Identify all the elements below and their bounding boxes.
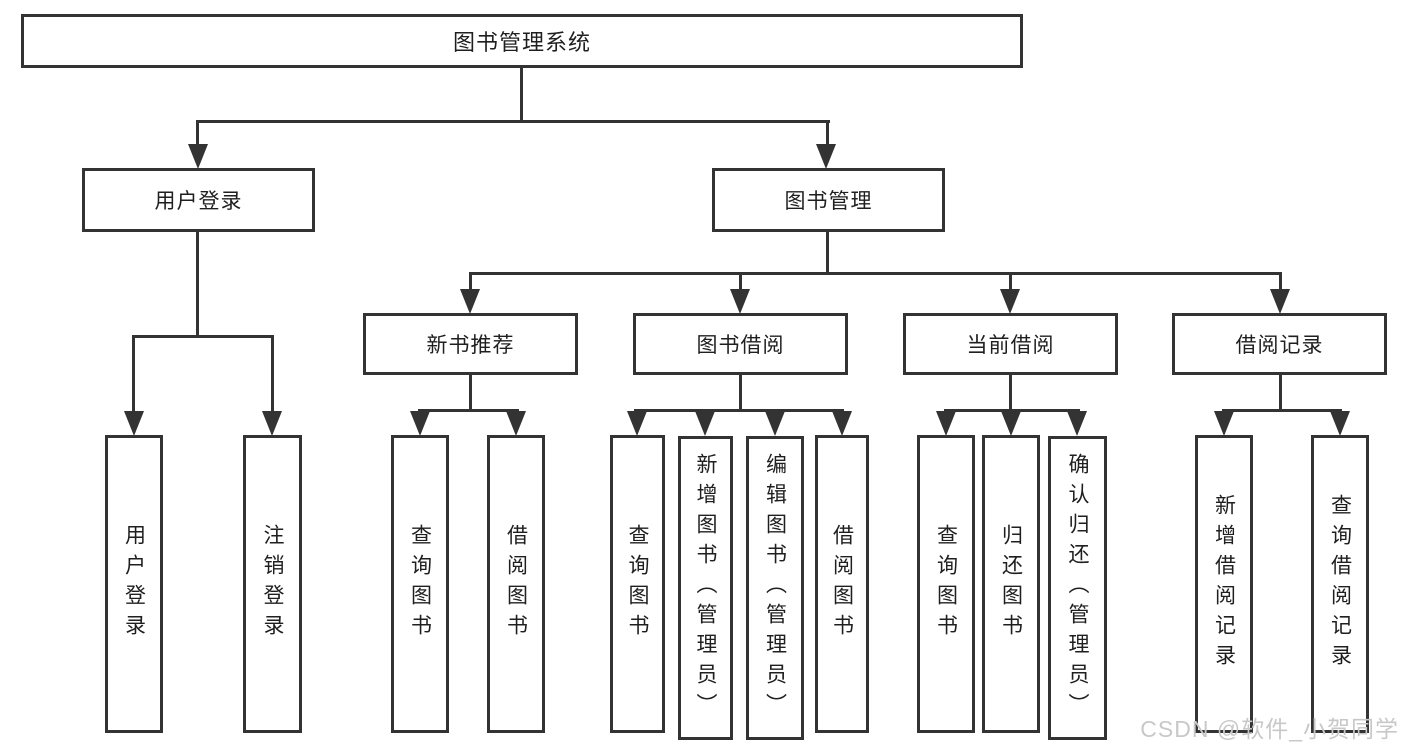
leaf-query-borrow-record: 查询借阅记录 — [1311, 435, 1369, 733]
connector-line — [196, 232, 199, 338]
node-label: 新书推荐 — [426, 334, 515, 357]
leaf-query-books-borrowing: 查询图书 — [610, 435, 665, 733]
connector-line — [1222, 409, 1342, 412]
leaf-add-borrow-record: 新增借阅记录 — [1195, 435, 1253, 733]
arrowhead-icon — [1330, 411, 1350, 436]
leaf-add-books-admin: 新增图书（管理员） — [678, 436, 733, 740]
arrowhead-icon — [506, 411, 526, 436]
arrowhead-icon — [124, 411, 144, 436]
connector-line — [132, 335, 135, 415]
leaf-edit-books-admin: 编辑图书（管理员） — [746, 436, 804, 740]
connector-line — [634, 409, 844, 412]
leaf-query-books-recommend: 查询图书 — [391, 435, 449, 733]
leaf-label: 查询图书 — [934, 524, 958, 644]
leaf-label: 新增借阅记录 — [1212, 494, 1236, 674]
arrowhead-icon — [816, 144, 836, 169]
node-book-management: 图书管理 — [712, 168, 945, 232]
arrowhead-icon — [730, 289, 750, 314]
connector-line — [1009, 375, 1012, 412]
leaf-label: 查询图书 — [408, 524, 432, 644]
leaf-borrow-books-recommend: 借阅图书 — [487, 435, 545, 733]
arrowhead-icon — [1067, 411, 1087, 436]
leaf-label: 确认归还（管理员） — [1066, 453, 1089, 723]
leaf-label: 查询借阅记录 — [1328, 494, 1352, 674]
arrowhead-icon — [188, 144, 208, 169]
arrowhead-icon — [765, 411, 785, 436]
node-label: 图书管理 — [784, 190, 873, 213]
leaf-user-login: 用户登录 — [105, 435, 163, 733]
arrowhead-icon — [695, 411, 715, 436]
leaf-query-books-current: 查询图书 — [917, 435, 975, 733]
leaf-label: 注销登录 — [261, 524, 284, 644]
connector-line — [418, 409, 519, 412]
csdn-watermark: CSDN @软件_小贺同学 — [1140, 716, 1399, 742]
node-library-management-system: 图书管理系统 — [21, 14, 1023, 68]
connector-line — [944, 409, 1080, 412]
node-user-login: 用户登录 — [82, 168, 315, 232]
node-new-book-recommend: 新书推荐 — [363, 313, 578, 375]
arrowhead-icon — [262, 411, 282, 436]
arrowhead-icon — [936, 411, 956, 436]
arrowhead-icon — [410, 411, 430, 436]
connector-line — [196, 120, 830, 123]
leaf-confirm-return-admin: 确认归还（管理员） — [1048, 436, 1107, 740]
leaf-logout: 注销登录 — [243, 435, 302, 733]
arrowhead-icon — [1270, 289, 1290, 314]
node-label: 借阅记录 — [1235, 334, 1324, 357]
leaf-label: 编辑图书（管理员） — [763, 453, 787, 723]
connector-line — [196, 120, 199, 150]
connector-line — [520, 68, 523, 123]
node-label: 当前借阅 — [966, 334, 1055, 357]
arrowhead-icon — [627, 411, 647, 436]
node-borrowing-records: 借阅记录 — [1172, 313, 1387, 375]
connector-line — [271, 335, 274, 415]
connector-line — [469, 272, 472, 292]
connector-line — [826, 232, 829, 275]
leaf-label: 借阅图书 — [830, 524, 854, 644]
connector-line — [739, 272, 742, 292]
leaf-label: 归还图书 — [999, 524, 1023, 644]
node-current-borrowing: 当前借阅 — [903, 313, 1118, 375]
arrowhead-icon — [832, 411, 852, 436]
connector-line — [739, 375, 742, 412]
node-label: 图书借阅 — [696, 334, 785, 357]
connector-line — [1279, 375, 1282, 412]
connector-line — [469, 272, 1282, 275]
leaf-label: 用户登录 — [122, 524, 146, 644]
node-label: 用户登录 — [154, 190, 243, 213]
leaf-label: 查询图书 — [626, 524, 649, 644]
leaf-label: 新增图书（管理员） — [694, 453, 717, 723]
connector-line — [826, 120, 829, 150]
arrowhead-icon — [1214, 411, 1234, 436]
leaf-borrow-books: 借阅图书 — [815, 435, 869, 733]
node-label: 图书管理系统 — [452, 30, 591, 55]
connector-line — [1279, 272, 1282, 292]
leaf-label: 借阅图书 — [504, 524, 528, 644]
arrowhead-icon — [460, 289, 480, 314]
leaf-return-books: 归还图书 — [982, 435, 1040, 733]
connector-line — [1009, 272, 1012, 292]
arrowhead-icon — [1000, 289, 1020, 314]
connector-line — [469, 375, 472, 412]
node-book-borrowing: 图书借阅 — [633, 313, 848, 375]
arrowhead-icon — [1001, 411, 1021, 436]
connector-line — [132, 335, 274, 338]
